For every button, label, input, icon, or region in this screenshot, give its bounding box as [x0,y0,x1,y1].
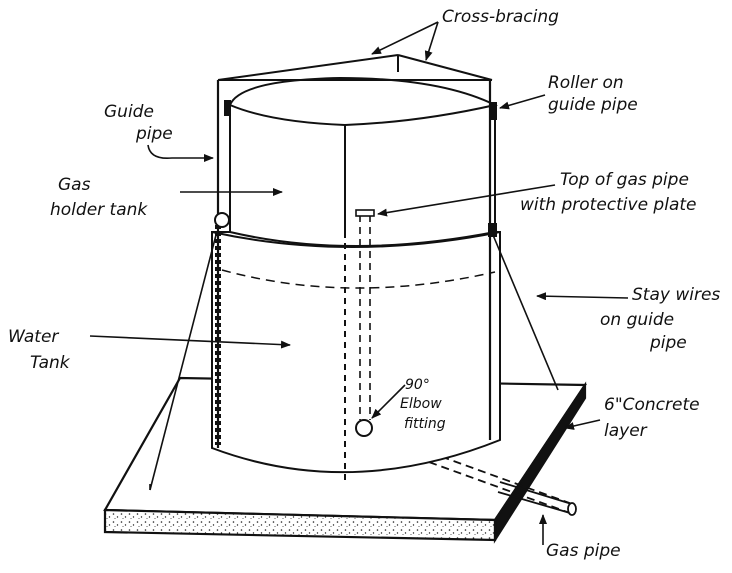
rollers [214,100,497,237]
water-tank-body [211,231,501,474]
leader-lines [89,21,629,545]
label-top-gas-pipe-line1: Top of gas pipe [560,170,689,190]
roller-top-left [224,100,231,116]
roller-top-right [489,102,497,120]
label-gas-holder-line1: Gas [58,175,91,195]
label-guide-pipe-line1: Guide [104,102,154,122]
label-water-tank-line1: Water [8,327,59,347]
label-stay-wires-line1: Stay wires [632,285,720,305]
roller-mid-left [214,212,230,228]
label-gas-pipe: Gas pipe [546,541,621,561]
gas-holder-body [229,104,496,247]
label-roller-line1: Roller on [548,73,624,93]
label-cross-bracing: Cross-bracing [442,7,559,27]
label-elbow-line1: 90° [405,377,430,393]
label-elbow-line2: Elbow [400,396,442,412]
label-concrete-line1: 6"Concrete [604,395,700,415]
label-top-gas-pipe-line2: with protective plate [520,195,697,215]
elbow-fitting [355,419,373,437]
slab-side-edge [493,381,587,544]
label-gas-holder-line2: holder tank [50,200,148,220]
cross-bracing [217,54,493,81]
internal-gas-pipe [355,209,375,420]
label-stay-wires-line2: on guide [600,310,674,330]
label-guide-pipe-line2: pipe [135,124,173,144]
labels: Cross-bracing Roller on guide pipe Guide… [8,7,720,561]
water-tank [211,231,501,474]
label-concrete-line2: layer [604,421,648,441]
label-roller-line2: guide pipe [548,95,638,115]
label-elbow-line3: fitting [404,416,446,432]
label-stay-wires-line3: pipe [649,333,687,353]
gas-holder-tank [228,76,498,485]
gas-pipe [367,429,577,516]
label-water-tank-line2: Tank [30,353,71,373]
stay-wires [149,234,559,491]
guide-pipes [215,80,492,448]
roller-mid-right [488,223,497,237]
